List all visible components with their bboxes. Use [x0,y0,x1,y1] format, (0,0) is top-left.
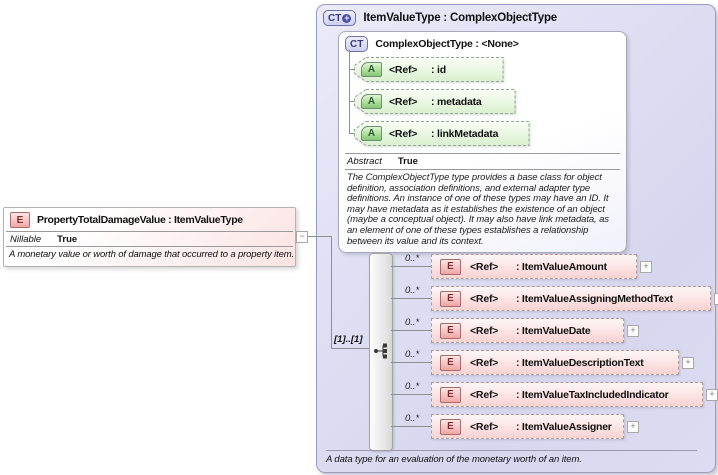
element-connector-line [391,362,431,363]
attribute-name: : metadata [431,95,482,108]
element-ref-label: <Ref> [470,260,499,273]
expand-icon[interactable]: + [627,421,639,433]
attribute-badge-icon: A [361,62,382,77]
complex-type-badge-label: CT [328,12,342,24]
footer-divider [326,450,697,451]
element-badge-icon: E [440,322,461,339]
element-node-title: PropertyTotalDamageValue : ItemValueType [37,214,243,226]
base-type-description: The ComplexObjectType type provides a ba… [347,172,609,247]
element-name: : ItemValueDescriptionText [516,356,644,369]
attribute-tag-shape [354,57,504,82]
element-name: : ItemValueAssigningMethodText [516,292,673,305]
element-itemvaluetaxincludedindicator[interactable]: E <Ref> : ItemValueTaxIncludedIndicator … [431,382,718,407]
expand-icon[interactable]: + [640,261,652,273]
element-badge-icon: E [440,290,461,307]
element-name: : ItemValueTaxIncludedIndicator [516,388,669,401]
sequence-compositor[interactable] [369,253,393,451]
expand-icon[interactable]: + [627,325,639,337]
element-itemvaluedate[interactable]: E <Ref> : ItemValueDate + [431,318,639,343]
element-name: : ItemValueAmount [516,260,607,273]
attribute-id[interactable]: A <Ref> : id [354,57,504,82]
attribute-linkmetadata[interactable]: A <Ref> : linkMetadata [354,121,530,146]
cardinality-label: 0..* [405,285,420,296]
attribute-metadata[interactable]: A <Ref> : metadata [354,89,516,114]
cardinality-label: 0..* [405,317,420,328]
element-badge-icon: E [10,212,30,228]
collapse-icon[interactable]: − [296,231,308,243]
type-description: A data type for an evaluation of the mon… [326,454,582,465]
element-itemvaluedescriptiontext[interactable]: E <Ref> : ItemValueDescriptionText + [431,350,694,375]
base-type-divider [345,169,620,170]
attribute-ref-label: <Ref> [389,127,418,140]
attribute-name: : id [431,63,446,76]
attribute-name: : linkMetadata [431,127,499,140]
element-badge-icon: E [440,418,461,435]
attribute-ref-label: <Ref> [389,63,418,76]
node-divider [6,231,293,232]
complex-type-box[interactable]: CT + ItemValueType : ComplexObjectType C… [316,4,718,473]
attribute-tag-shape [354,121,530,146]
element-badge-icon: E [440,386,461,403]
element-ref-label: <Ref> [470,356,499,369]
attribute-connector-stub [349,101,355,102]
abstract-value: True [397,156,418,167]
attribute-badge-icon: A [361,126,382,141]
element-ref-label: <Ref> [470,420,499,433]
attribute-connector-line [349,50,350,134]
expand-icon[interactable]: + [714,293,718,305]
element-ref-label: <Ref> [470,388,499,401]
node-connector-line [331,236,332,349]
element-connector-line [391,330,431,331]
element-ref-label: <Ref> [470,292,499,305]
base-type-header: CT ComplexObjectType : <None> [339,32,626,56]
cardinality-label: 0..* [405,349,420,360]
attribute-connector-stub [349,69,355,70]
sequence-icon [374,343,387,359]
element-connector-line [391,266,431,267]
cardinality-label: 0..* [405,381,420,392]
element-itemvalueassigningmethodtext[interactable]: E <Ref> : ItemValueAssigningMethodText + [431,286,718,311]
attribute-tag-shape [354,89,516,114]
expand-icon[interactable]: + [682,357,694,369]
base-type-badge-icon: CT [345,36,369,52]
node-divider [6,246,293,247]
element-node-description: A monetary value or worth of damage that… [9,249,294,260]
node-connector-line [331,348,369,349]
base-type-title: ComplexObjectType : <None> [375,38,519,50]
cardinality-label: 0..* [405,253,420,264]
abstract-label: Abstract [347,156,382,167]
complex-type-title: ItemValueType : ComplexObjectType [363,12,557,24]
complex-type-header: CT + ItemValueType : ComplexObjectType [317,5,715,26]
element-name: : ItemValueAssigner [516,420,612,433]
attribute-ref-label: <Ref> [389,95,418,108]
base-type-divider [345,153,620,154]
element-connector-line [391,298,431,299]
complex-type-badge-icon: CT + [323,10,357,26]
cardinality-label: 0..* [405,413,420,424]
base-type-box[interactable]: CT ComplexObjectType : <None> A <Ref> : … [338,31,627,253]
element-ref-label: <Ref> [470,324,499,337]
element-connector-line [391,426,431,427]
element-badge-icon: E [440,258,461,275]
attribute-badge-icon: A [361,94,382,109]
element-itemvalueassigner[interactable]: E <Ref> : ItemValueAssigner + [431,414,639,439]
nillable-label: Nillable [10,234,42,245]
attribute-connector-stub [349,133,355,134]
expand-icon[interactable]: + [706,389,718,401]
element-node-propertytotaldamagevalue[interactable]: E PropertyTotalDamageValue : ItemValueTy… [3,207,296,267]
element-connector-line [391,394,431,395]
sequence-cardinality-label: [1]..[1] [334,334,363,345]
nillable-value: True [57,234,78,245]
element-name: : ItemValueDate [516,324,591,337]
global-type-plus-icon: + [342,12,352,23]
base-type-badge-label: CT [350,38,364,50]
element-itemvalueamount[interactable]: E <Ref> : ItemValueAmount + [431,254,652,279]
node-connector-line [308,236,332,237]
element-badge-icon: E [440,354,461,371]
